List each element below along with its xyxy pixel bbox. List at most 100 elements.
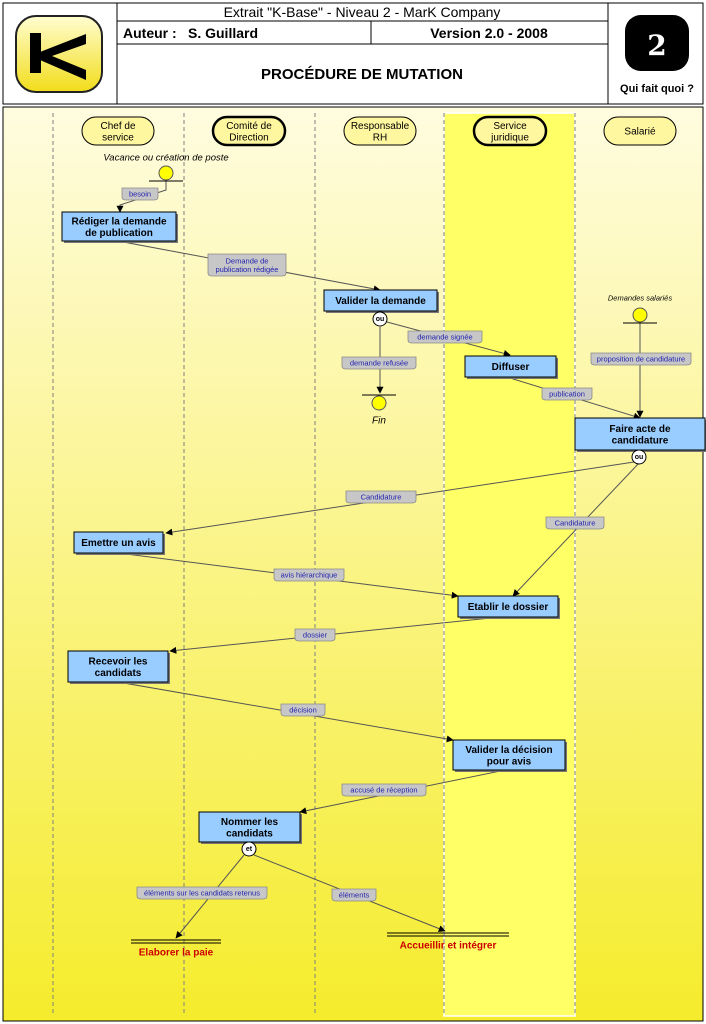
lane-label-line: Comité de: [226, 121, 272, 132]
extract-line: Extrait "K-Base" - Niveau 2 - MarK Compa…: [224, 4, 501, 20]
flow-label-line: décision: [289, 706, 317, 715]
gates: ou ou et: [241, 311, 647, 857]
terminals: Elaborer la paie Accueillir et intégrer: [131, 932, 509, 959]
flow-tag-f8: Candidature: [545, 516, 605, 530]
process-label-line: candidature: [612, 435, 669, 446]
gate-g3: et: [241, 841, 257, 857]
flow-tag-f11: décision: [280, 703, 326, 717]
gate-g1: ou: [372, 311, 388, 327]
process-label-line: candidats: [226, 828, 273, 839]
author-label: Auteur :: [123, 25, 177, 41]
flow-label-line: besoin: [129, 190, 151, 199]
flow-label-line: Candidature: [555, 519, 596, 528]
event-label-line: Demandes salariés: [608, 294, 672, 303]
flow-tag-f14: éléments: [331, 888, 377, 902]
event-ev-fin: Fin: [362, 394, 396, 427]
flow-label-line: dossier: [303, 631, 328, 640]
flow-label-line: publication: [549, 390, 585, 399]
event-label-line: Vacance ou création de poste: [103, 152, 228, 163]
gate-label-line: ou: [635, 454, 644, 461]
gate-g2: ou: [631, 449, 647, 465]
lane-label-line: juridique: [490, 132, 529, 143]
flow-label-line: publication rédigée: [216, 265, 279, 274]
flow-tag-f13: éléments sur les candidats retenus: [136, 886, 268, 900]
terminal-t1: Elaborer la paie: [131, 939, 221, 959]
flow-tag-f3: demande signée: [407, 330, 483, 344]
flow-label-line: avis hiérarchique: [281, 571, 338, 580]
flow-tag-f4: demande refusée: [341, 356, 417, 370]
flow-tag-f5: proposition de candidature: [590, 352, 692, 366]
lane-label-line: service: [102, 132, 134, 143]
lane-label-line: Chef de: [100, 121, 135, 132]
flow-tag-f1: besoin: [121, 187, 159, 201]
flow-tag-f9: avis hiérarchique: [273, 568, 345, 582]
flow-tag-f6: publication: [541, 387, 593, 401]
flow-label-line: éléments sur les candidats retenus: [144, 889, 260, 898]
flow-label-line: éléments: [339, 891, 370, 900]
flow-label-line: demande signée: [417, 333, 472, 342]
lane-highlight-juridique: [443, 112, 576, 1017]
flow-label-line: Demande de: [226, 256, 269, 265]
header: Extrait "K-Base" - Niveau 2 - MarK Compa…: [2, 2, 704, 105]
gate-label-line: et: [246, 846, 253, 853]
process-label-line: Nommer les: [221, 817, 279, 828]
terminal-t2: Accueillir et intégrer: [387, 932, 509, 952]
lane-label-line: RH: [373, 132, 387, 143]
process-label-line: de publication: [85, 228, 153, 239]
flow-label-line: Candidature: [361, 493, 402, 502]
flow-tag-f12: accusé de réception: [341, 783, 427, 797]
lane-label-line: Responsable: [351, 121, 410, 132]
connectors: [116, 181, 644, 939]
flow-label-line: proposition de candidature: [597, 355, 685, 364]
lane-header-salarie: Salarié: [603, 116, 677, 146]
event-ev-demandes: Demandes salariés: [608, 294, 672, 324]
gate-label-line: ou: [376, 316, 385, 323]
process-label-line: Faire acte de: [609, 424, 671, 435]
process-p5: Emettre un avis: [73, 531, 165, 555]
process-label-line: candidats: [95, 668, 142, 679]
flow-tag-f7: Candidature: [345, 490, 417, 504]
process-label-line: Rédiger la demande: [71, 216, 166, 227]
lane-label-line: Salarié: [624, 127, 656, 138]
page-title: PROCÉDURE DE MUTATION: [261, 66, 463, 83]
flow-label-line: accusé de réception: [350, 786, 417, 795]
event-ev-vacance: Vacance ou création de poste: [103, 152, 229, 182]
process-label-line: Etablir le dossier: [468, 602, 549, 613]
flow-label-line: demande refusée: [350, 359, 408, 368]
level-caption: Qui fait quoi ?: [620, 83, 694, 95]
level-badge: 2: [625, 15, 689, 71]
process-p3: Diffuser: [464, 355, 558, 379]
terminal-label-line: Elaborer la paie: [139, 948, 214, 959]
process-p2: Valider la demande: [323, 289, 439, 313]
version-label: Version 2.0 - 2008: [430, 25, 548, 41]
terminal-label-line: Accueillir et intégrer: [400, 941, 497, 952]
process-p6: Etablir le dossier: [457, 595, 560, 619]
lane-label-line: Direction: [229, 132, 268, 143]
process-label-line: Diffuser: [492, 362, 530, 373]
lane-label-line: Service: [493, 121, 527, 132]
process-label-line: Valider la demande: [335, 296, 426, 307]
flow-tag-f10: dossier: [294, 628, 336, 642]
connector-line: [169, 615, 511, 654]
process-label-line: Recevoir les: [89, 656, 148, 667]
lane-dividers: [52, 113, 576, 1016]
level-number: 2: [647, 29, 666, 62]
process-label-line: pour avis: [487, 756, 532, 767]
k-base-logo: [15, 15, 103, 93]
